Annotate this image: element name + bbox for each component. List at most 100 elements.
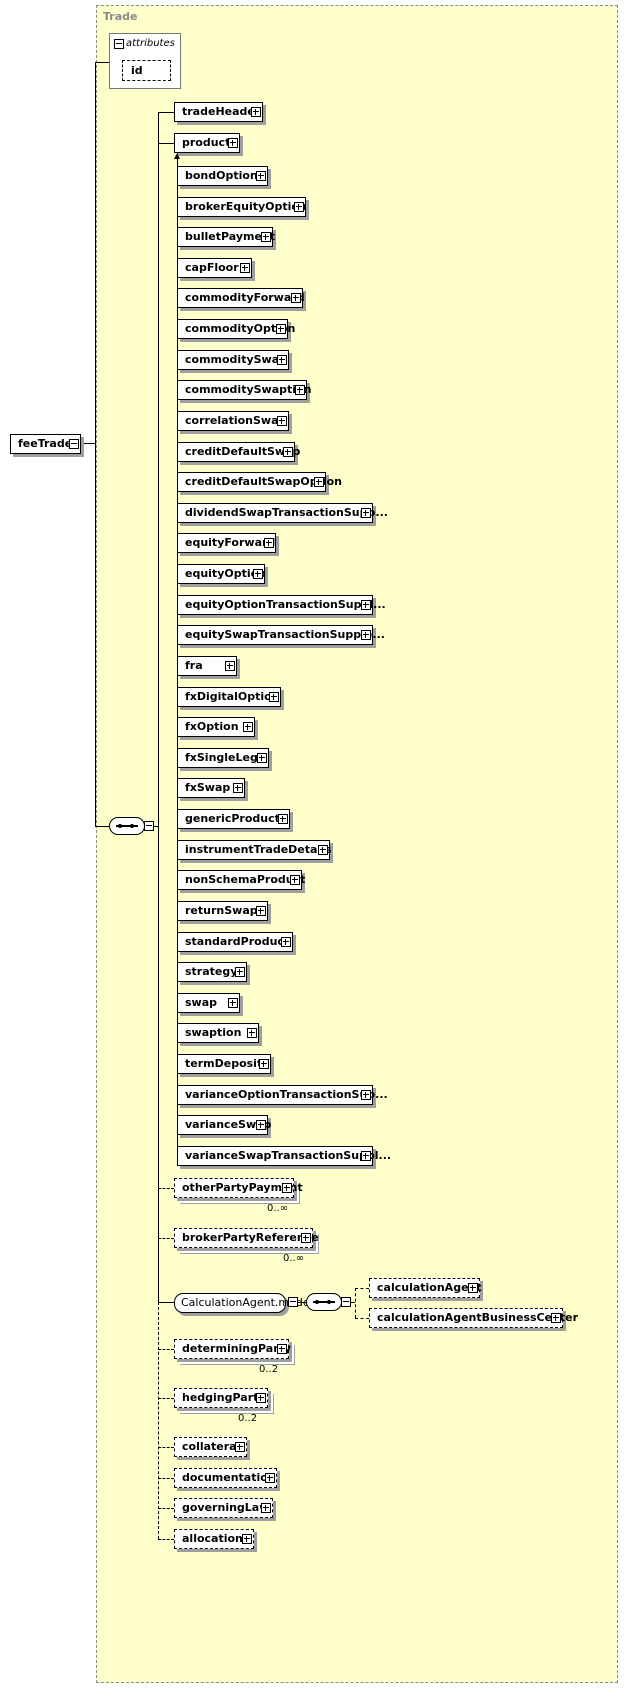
element-product[interactable]: product (174, 133, 240, 153)
expand-icon[interactable] (361, 1151, 371, 1161)
element-termdeposit[interactable]: termDeposit (177, 1054, 271, 1074)
element-strategy[interactable]: strategy (177, 962, 247, 982)
expand-icon[interactable] (243, 722, 253, 732)
expand-icon[interactable] (295, 385, 305, 395)
expand-icon[interactable] (256, 1120, 266, 1130)
element-determiningparty[interactable]: determiningParty (174, 1339, 291, 1359)
expand-icon[interactable] (277, 1344, 287, 1354)
expand-icon[interactable] (257, 753, 267, 763)
element-varianceswap[interactable]: varianceSwap (177, 1115, 271, 1135)
element-swaption[interactable]: swaption (177, 1023, 259, 1043)
element-standardproduct[interactable]: standardProduct (177, 932, 293, 952)
group-calculationagent-model[interactable]: CalculationAgent.model (174, 1293, 313, 1313)
expand-icon[interactable] (240, 263, 250, 273)
expand-icon[interactable] (361, 1090, 371, 1100)
element-varianceswaptransactionsuppl[interactable]: varianceSwapTransactionSuppl... (177, 1146, 391, 1166)
expand-icon[interactable] (294, 202, 304, 212)
element-fxswap[interactable]: fxSwap (177, 778, 245, 798)
collapse-icon[interactable] (69, 439, 79, 449)
element-genericproduct[interactable]: genericProduct (177, 809, 290, 829)
element-commodityswaption[interactable]: commoditySwaption (177, 380, 311, 400)
expand-icon[interactable] (264, 538, 274, 548)
expand-icon[interactable] (228, 998, 238, 1008)
element-commodityswap[interactable]: commoditySwap (177, 350, 289, 370)
expand-icon[interactable] (259, 1059, 269, 1069)
collapse-icon[interactable] (288, 1297, 298, 1307)
expand-icon[interactable] (277, 416, 287, 426)
element-nonschemaproduct[interactable]: nonSchemaProduct (177, 870, 305, 890)
element-equityswaptransactionsupple[interactable]: equitySwapTransactionSupple... (177, 625, 385, 645)
element-allocations[interactable]: allocations (174, 1529, 254, 1549)
element-dividendswaptransactionsupp[interactable]: dividendSwapTransactionSupp... (177, 503, 388, 523)
element-brokerpartyreference[interactable]: brokerPartyReference (174, 1228, 319, 1248)
element-governinglaw[interactable]: governingLaw (174, 1498, 273, 1518)
element-tradeheader[interactable]: tradeHeader (174, 102, 263, 122)
element-bondoption[interactable]: bondOption (177, 166, 268, 186)
expand-icon[interactable] (314, 477, 324, 487)
attribute-id[interactable]: id (122, 60, 171, 81)
element-fra[interactable]: fra (177, 656, 237, 676)
expand-icon[interactable] (235, 1442, 245, 1452)
expand-icon[interactable] (233, 783, 243, 793)
expand-icon[interactable] (282, 1183, 292, 1193)
expand-icon[interactable] (468, 1283, 478, 1293)
element-commodityoption[interactable]: commodityOption (177, 319, 295, 339)
element-documentation[interactable]: documentation (174, 1468, 277, 1488)
sequence-compositor[interactable] (109, 817, 145, 835)
element-bulletpayment[interactable]: bulletPayment (177, 227, 275, 247)
expand-icon[interactable] (301, 1233, 311, 1243)
element-hedgingparty[interactable]: hedgingParty (174, 1388, 268, 1408)
element-calculationagent[interactable]: calculationAgent (369, 1278, 482, 1298)
expand-icon[interactable] (235, 967, 245, 977)
element-commodityforward[interactable]: commodityForward (177, 288, 305, 308)
collapse-icon[interactable] (144, 821, 154, 831)
element-brokerequityoption[interactable]: brokerEquityOption (177, 197, 307, 217)
element-creditdefaultswapoption[interactable]: creditDefaultSwapOption (177, 472, 342, 492)
root-element-feetrade[interactable]: feeTrade (10, 434, 81, 454)
element-returnswap[interactable]: returnSwap (177, 901, 268, 921)
collapse-icon[interactable] (114, 39, 124, 49)
collapse-icon[interactable] (341, 1297, 351, 1307)
element-instrumenttradedetails[interactable]: instrumentTradeDetails (177, 840, 332, 860)
element-varianceoptiontransactionsup[interactable]: varianceOptionTransactionSup... (177, 1085, 388, 1105)
element-fxsingleleg[interactable]: fxSingleLeg (177, 748, 269, 768)
element-equityoption[interactable]: equityOption (177, 564, 266, 584)
expand-icon[interactable] (281, 937, 291, 947)
element-fxoption[interactable]: fxOption (177, 717, 255, 737)
expand-icon[interactable] (261, 232, 271, 242)
expand-icon[interactable] (277, 355, 287, 365)
expand-icon[interactable] (551, 1313, 561, 1323)
element-creditdefaultswap[interactable]: creditDefaultSwap (177, 442, 300, 462)
expand-icon[interactable] (269, 692, 279, 702)
expand-icon[interactable] (261, 1503, 271, 1513)
expand-icon[interactable] (247, 1028, 257, 1038)
expand-icon[interactable] (283, 447, 293, 457)
expand-icon[interactable] (256, 1393, 266, 1403)
expand-icon[interactable] (361, 630, 371, 640)
element-swap[interactable]: swap (177, 993, 240, 1013)
expand-icon[interactable] (318, 845, 328, 855)
element-equityoptiontransactionsuppl[interactable]: equityOptionTransactionSuppl... (177, 595, 386, 615)
expand-icon[interactable] (256, 171, 266, 181)
expand-icon[interactable] (242, 1534, 252, 1544)
expand-icon[interactable] (361, 508, 371, 518)
element-calculationagentbusinesscenter[interactable]: calculationAgentBusinessCenter (369, 1308, 578, 1328)
element-collateral[interactable]: collateral (174, 1437, 247, 1457)
expand-icon[interactable] (291, 293, 301, 303)
expand-icon[interactable] (253, 569, 263, 579)
expand-icon[interactable] (256, 906, 266, 916)
expand-icon[interactable] (361, 600, 371, 610)
element-otherpartypayment[interactable]: otherPartyPayment (174, 1178, 303, 1198)
expand-icon[interactable] (225, 661, 235, 671)
element-fxdigitaloption[interactable]: fxDigitalOption (177, 687, 281, 707)
expand-icon[interactable] (265, 1473, 275, 1483)
expand-icon[interactable] (276, 324, 286, 334)
expand-icon[interactable] (290, 875, 300, 885)
element-capfloor[interactable]: capFloor (177, 258, 252, 278)
sequence-compositor[interactable] (306, 1293, 342, 1311)
expand-icon[interactable] (228, 138, 238, 148)
expand-icon[interactable] (251, 107, 261, 117)
expand-icon[interactable] (278, 814, 288, 824)
element-correlationswap[interactable]: correlationSwap (177, 411, 289, 431)
element-equityforward[interactable]: equityForward (177, 533, 276, 553)
